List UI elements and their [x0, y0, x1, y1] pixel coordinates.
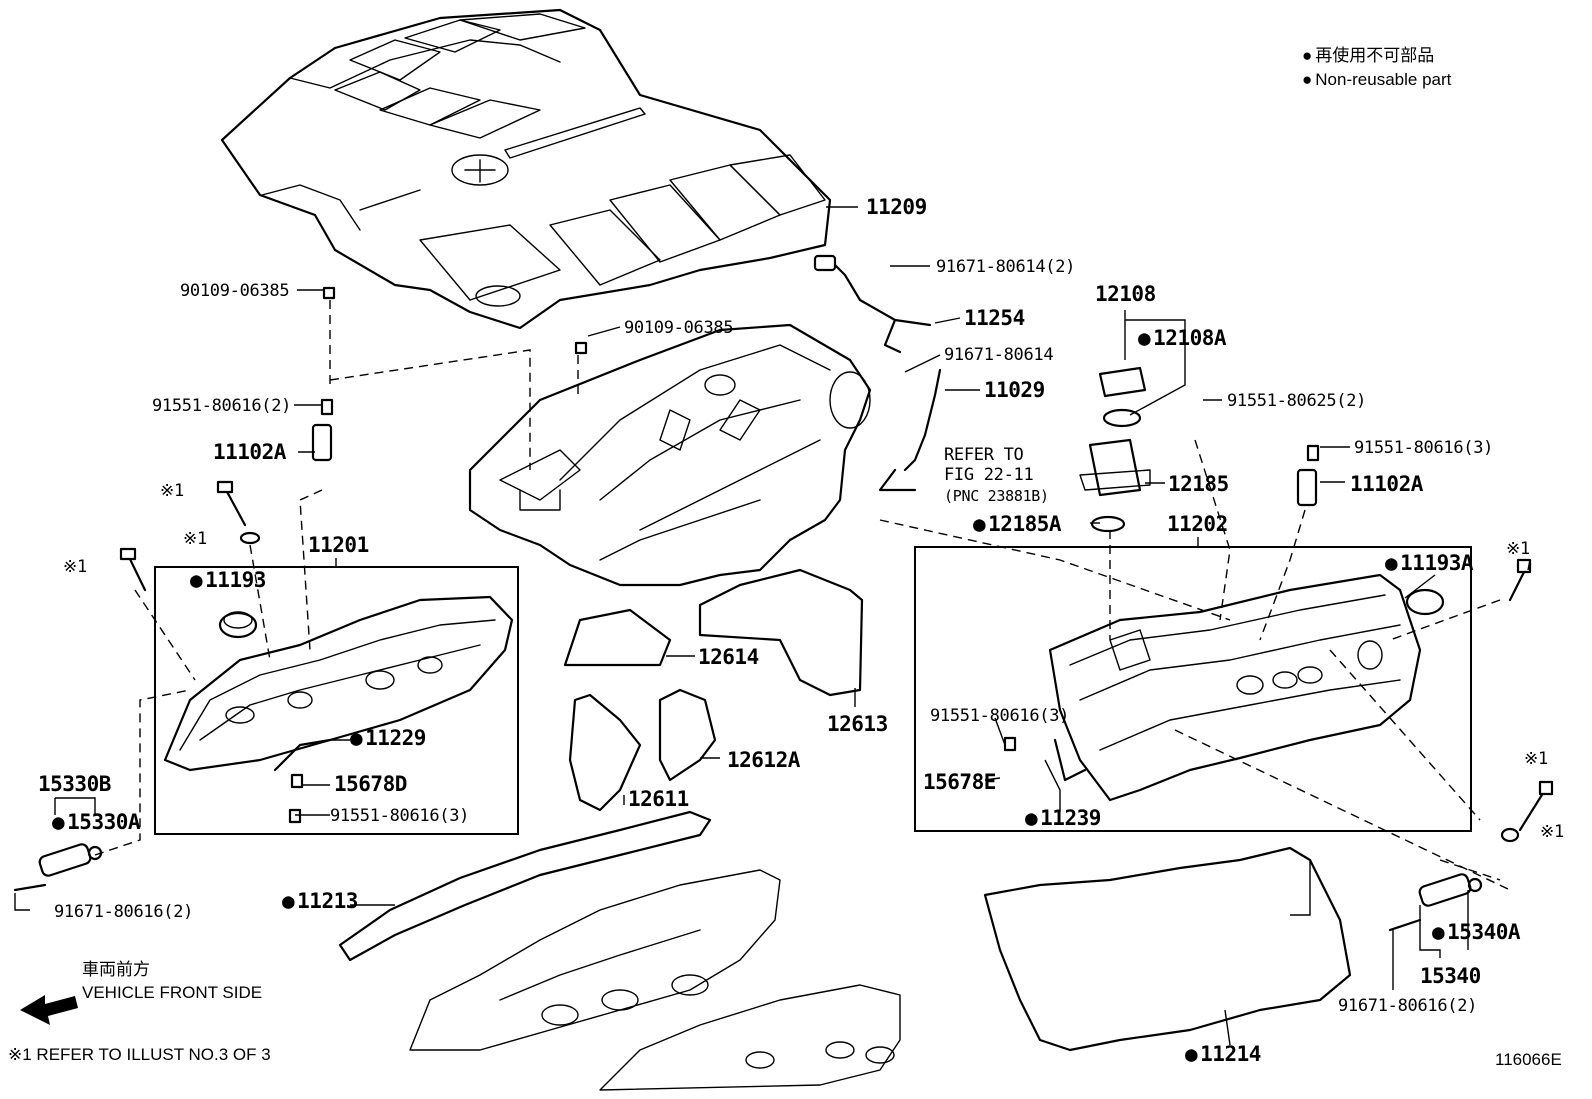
- valve-cover-left: [163, 595, 514, 772]
- part-label-12613: 12613: [827, 712, 888, 736]
- insulator-12611: [568, 693, 642, 812]
- part-label-91551-80616-3-left: 91551-80616(3): [330, 806, 470, 826]
- part-label-90109-mid: 90109-06385: [624, 318, 734, 338]
- intake-manifold: [468, 323, 872, 587]
- part-label-11102A-right: 11102A: [1350, 472, 1423, 496]
- part-label-91551-80616-3-mid: 91551-80616(3): [930, 706, 1070, 726]
- part-label-91551-80616-2: 91551-80616(2): [152, 396, 292, 416]
- part-label-91671-80614-2: 91671-80614(2): [936, 257, 1076, 277]
- leader-lines: [14, 206, 1531, 1046]
- gasket-11214: [983, 846, 1352, 1052]
- ref-mark: ※1: [183, 529, 207, 549]
- refer-line-2: FIG 22-11: [944, 465, 1034, 485]
- engine-cover-11209: [220, 8, 832, 330]
- box-11202: [914, 546, 1472, 832]
- cylinder-head-right: [599, 984, 901, 1091]
- part-label-11201: 11201: [308, 533, 369, 557]
- front-side-ja: 車両前方: [82, 960, 150, 979]
- bolts-right: [1500, 558, 1554, 843]
- bolts-left: [119, 286, 588, 592]
- valve-cover-right: [1048, 573, 1445, 802]
- small-brackets: [273, 736, 1087, 824]
- part-label-91671-80614: 91671-80614: [944, 345, 1054, 365]
- ref-mark: ※1: [160, 481, 184, 501]
- insulator-12613: [698, 568, 864, 697]
- front-side-en: VEHICLE FRONT SIDE: [82, 983, 263, 1002]
- insulator-12614: [563, 608, 672, 667]
- part-label-11193: 11193: [190, 568, 266, 592]
- part-label-12185A: 12185A: [973, 512, 1061, 536]
- gasket-11213: [338, 810, 712, 962]
- part-label-15330B: 15330B: [38, 772, 111, 796]
- sensor-11102A-left: [311, 398, 334, 462]
- part-label-15678D: 15678D: [334, 772, 407, 796]
- part-label-12614: 12614: [698, 645, 759, 669]
- sensor-11102A-right: [1296, 444, 1320, 507]
- ocv-15330: [13, 843, 103, 892]
- part-label-15330A: 15330A: [52, 810, 140, 834]
- part-label-12612A: 12612A: [727, 748, 800, 772]
- brackets: [813, 254, 942, 492]
- ref-mark: ※1: [1540, 822, 1564, 842]
- part-label-12185: 12185: [1168, 472, 1229, 496]
- part-label-11209: 11209: [866, 195, 927, 219]
- part-label-12611: 12611: [628, 787, 689, 811]
- part-label-15340: 15340: [1420, 964, 1481, 988]
- refer-line-1: REFER TO: [944, 445, 1024, 465]
- part-label-15678E: 15678E: [923, 770, 996, 794]
- ref-mark: ※1: [1506, 539, 1530, 559]
- insulator-12612A: [658, 688, 717, 782]
- refer-line-3: (PNC 23881B): [944, 487, 1049, 505]
- cylinder-head-left: [409, 869, 781, 1051]
- part-label-11193A: 11193A: [1385, 551, 1473, 575]
- part-label-11254: 11254: [964, 306, 1025, 330]
- legend-line-en: Non-reusable part: [1302, 70, 1451, 90]
- footnote: ※1 REFER TO ILLUST NO.3 OF 3: [8, 1045, 271, 1064]
- figure-id: 116066E: [1495, 1050, 1562, 1069]
- part-label-11229: 11229: [350, 726, 426, 750]
- oil-filler-cap: [1079, 366, 1151, 533]
- ref-mark: ※1: [1524, 749, 1548, 769]
- part-label-11239: 11239: [1025, 806, 1101, 830]
- part-label-91551-80625-2: 91551-80625(2): [1227, 391, 1367, 411]
- left-arrow-icon: [20, 995, 78, 1025]
- part-label-11202: 11202: [1167, 512, 1228, 536]
- part-label-91671-80616-2-left: 91671-80616(2): [54, 902, 194, 922]
- dashed-guides: [94, 300, 1511, 891]
- part-label-91671-80616-2-right: 91671-80616(2): [1338, 996, 1478, 1016]
- part-label-90109-left: 90109-06385: [180, 281, 290, 301]
- part-label-91551-80616-3-right: 91551-80616(3): [1354, 438, 1494, 458]
- part-label-12108A: 12108A: [1138, 326, 1226, 350]
- part-label-11102A-left: 11102A: [213, 440, 286, 464]
- legend-line-ja: 再使用不可部品: [1302, 46, 1434, 66]
- ocv-15340: [1388, 873, 1483, 932]
- part-label-11213: 11213: [282, 889, 358, 913]
- part-label-11029: 11029: [984, 378, 1045, 402]
- part-label-15340A: 15340A: [1432, 920, 1520, 944]
- ref-mark: ※1: [63, 557, 87, 577]
- part-label-11214: 11214: [1185, 1042, 1261, 1066]
- part-label-12108: 12108: [1095, 282, 1156, 306]
